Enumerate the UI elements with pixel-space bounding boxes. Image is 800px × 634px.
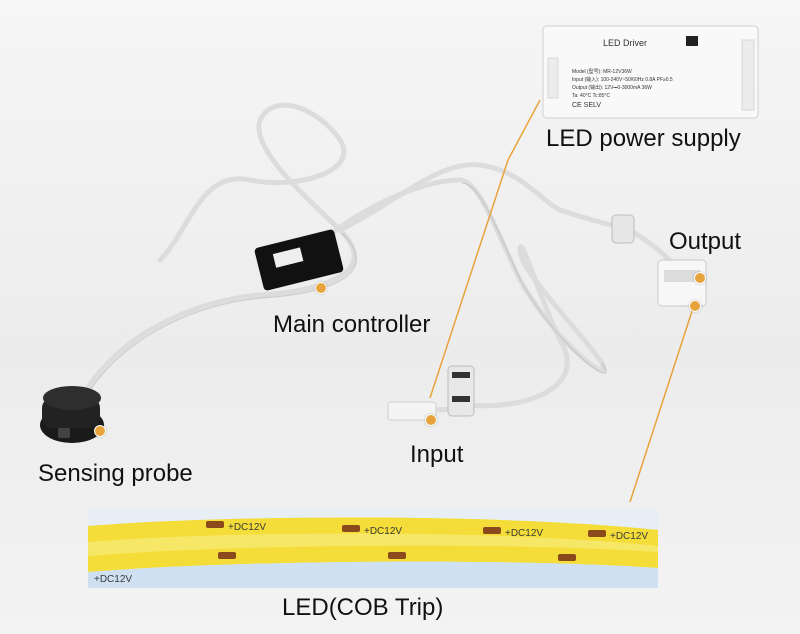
- label-led-power-supply: LED power supply: [546, 125, 741, 152]
- strip-marking-3: +DC12V: [505, 528, 543, 539]
- psu-line-3: Output (输出): 12V⎓0-3000mA 36W: [572, 84, 652, 91]
- leader-lines: [429, 99, 695, 503]
- input-connector: [387, 365, 475, 421]
- psu-title: LED Driver: [603, 38, 647, 48]
- controller-callout-dot: [315, 282, 327, 294]
- strip-marking-4: +DC12V: [610, 531, 648, 542]
- input-callout-dot: [425, 414, 437, 426]
- label-sensing-probe: Sensing probe: [38, 460, 193, 487]
- strip-marking-1: +DC12V: [228, 522, 266, 533]
- label-led-strip: LED(COB Trip): [282, 594, 444, 621]
- psu-line-2: Input (输入): 100-240V~50/60Hz 0.8A PF≥0.5: [572, 76, 673, 83]
- strip-marking-5: +DC12V: [94, 574, 132, 585]
- psu-line-1: Model (型号): MR-12V36W: [572, 68, 632, 75]
- probe-callout-dot: [94, 425, 106, 437]
- label-output: Output: [669, 228, 742, 255]
- led-power-supply: [542, 25, 759, 119]
- psu-line-4: Ta: 40°C Tc:85°C: [572, 93, 610, 99]
- sensing-probe: [40, 386, 104, 443]
- psu-marks: CE SELV: [572, 102, 601, 109]
- main-controller-box: [254, 229, 344, 291]
- output-callout-dot: [689, 300, 701, 312]
- label-main-controller: Main controller: [273, 311, 431, 338]
- label-input: Input: [410, 441, 464, 468]
- led-strip-illustration: +DC12V +DC12V +DC12V +DC12V +DC12V: [88, 508, 658, 588]
- output-connector: [611, 214, 707, 307]
- strip-marking-2: +DC12V: [364, 526, 402, 537]
- output-callout-dot-2: [694, 272, 706, 284]
- led-strip-closeup: +DC12V +DC12V +DC12V +DC12V +DC12V: [88, 508, 658, 588]
